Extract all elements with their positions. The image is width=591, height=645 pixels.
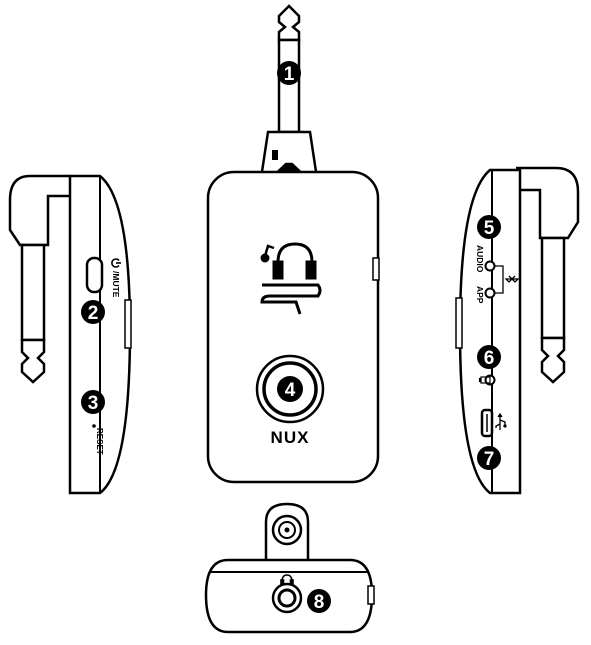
mute-label: /MUTE	[111, 271, 121, 298]
callout-6-number: 6	[484, 348, 495, 369]
callout-4-number: 4	[285, 380, 296, 401]
front-body	[206, 170, 380, 484]
callout-1: 1	[277, 61, 301, 85]
power-icon	[111, 258, 121, 268]
audio-label: AUDIO	[475, 245, 485, 273]
callout-2-number: 2	[88, 303, 99, 324]
reset-label: RESET	[95, 428, 104, 455]
front-view	[206, 4, 380, 484]
callout-8-number: 8	[314, 592, 325, 613]
headphone-music-logo-icon	[260, 242, 322, 315]
app-label: APP	[475, 286, 485, 304]
left-side-view	[8, 174, 132, 495]
callout-3: 3	[81, 390, 105, 414]
callout-2: 2	[81, 300, 105, 324]
power-mute-button	[85, 256, 104, 294]
callout-7-number: 7	[484, 449, 495, 470]
callout-5-number: 5	[484, 218, 495, 239]
callout-7: 7	[477, 446, 501, 470]
callout-6: 6	[477, 345, 501, 369]
callout-8: 8	[307, 589, 331, 613]
audio-led	[484, 260, 496, 272]
callout-4: 4	[277, 376, 303, 402]
callout-1-number: 1	[284, 64, 295, 85]
bottom-view	[204, 502, 375, 634]
bluetooth-icon	[504, 275, 520, 283]
app-led	[484, 287, 496, 299]
callout-5: 5	[477, 215, 501, 239]
right-side-view	[455, 166, 580, 495]
reset-hole	[92, 424, 96, 428]
battery-icon	[478, 376, 491, 384]
callout-3-number: 3	[88, 393, 99, 414]
headphone-icon	[280, 574, 294, 585]
usb-icon	[495, 412, 507, 430]
brand-logo: NUX	[271, 428, 310, 447]
